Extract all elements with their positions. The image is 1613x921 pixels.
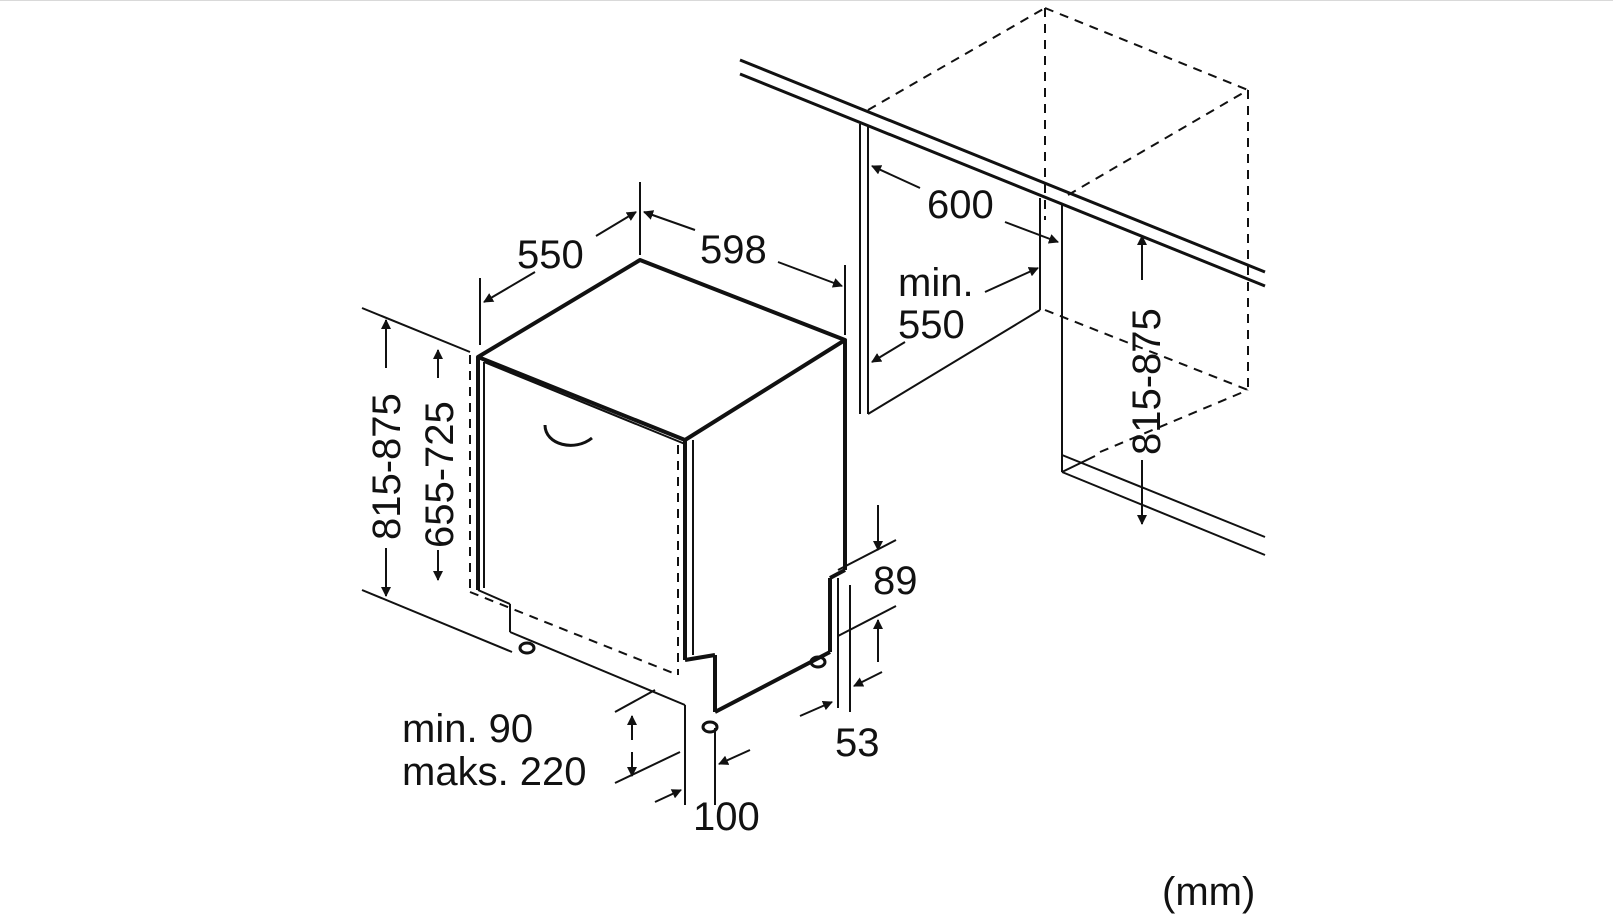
label-niche-depth-min: min. [898,261,974,305]
dimension-lines [361,165,1147,805]
label-niche-height: 815-875 [1125,308,1169,455]
label-unit-mm: (mm) [1162,870,1255,914]
label-plinth-maks-220: maks. 220 [402,750,587,794]
label-niche-depth-550: 550 [898,303,965,347]
label-depth-550: 550 [517,233,584,277]
label-door-height: 655-725 [418,401,462,548]
label-niche-width-600: 600 [927,183,994,227]
dishwasher-body [469,258,847,734]
niche-cabinet [739,7,1266,556]
label-width-598: 598 [700,228,767,272]
label-plinth-top-89: 89 [873,559,918,603]
label-plinth-min-90: min. 90 [402,707,533,751]
top-border [0,0,1613,1]
label-plinth-side-53: 53 [835,721,880,765]
label-appliance-height: 815-875 [365,393,409,540]
label-plinth-depth-100: 100 [693,795,760,839]
